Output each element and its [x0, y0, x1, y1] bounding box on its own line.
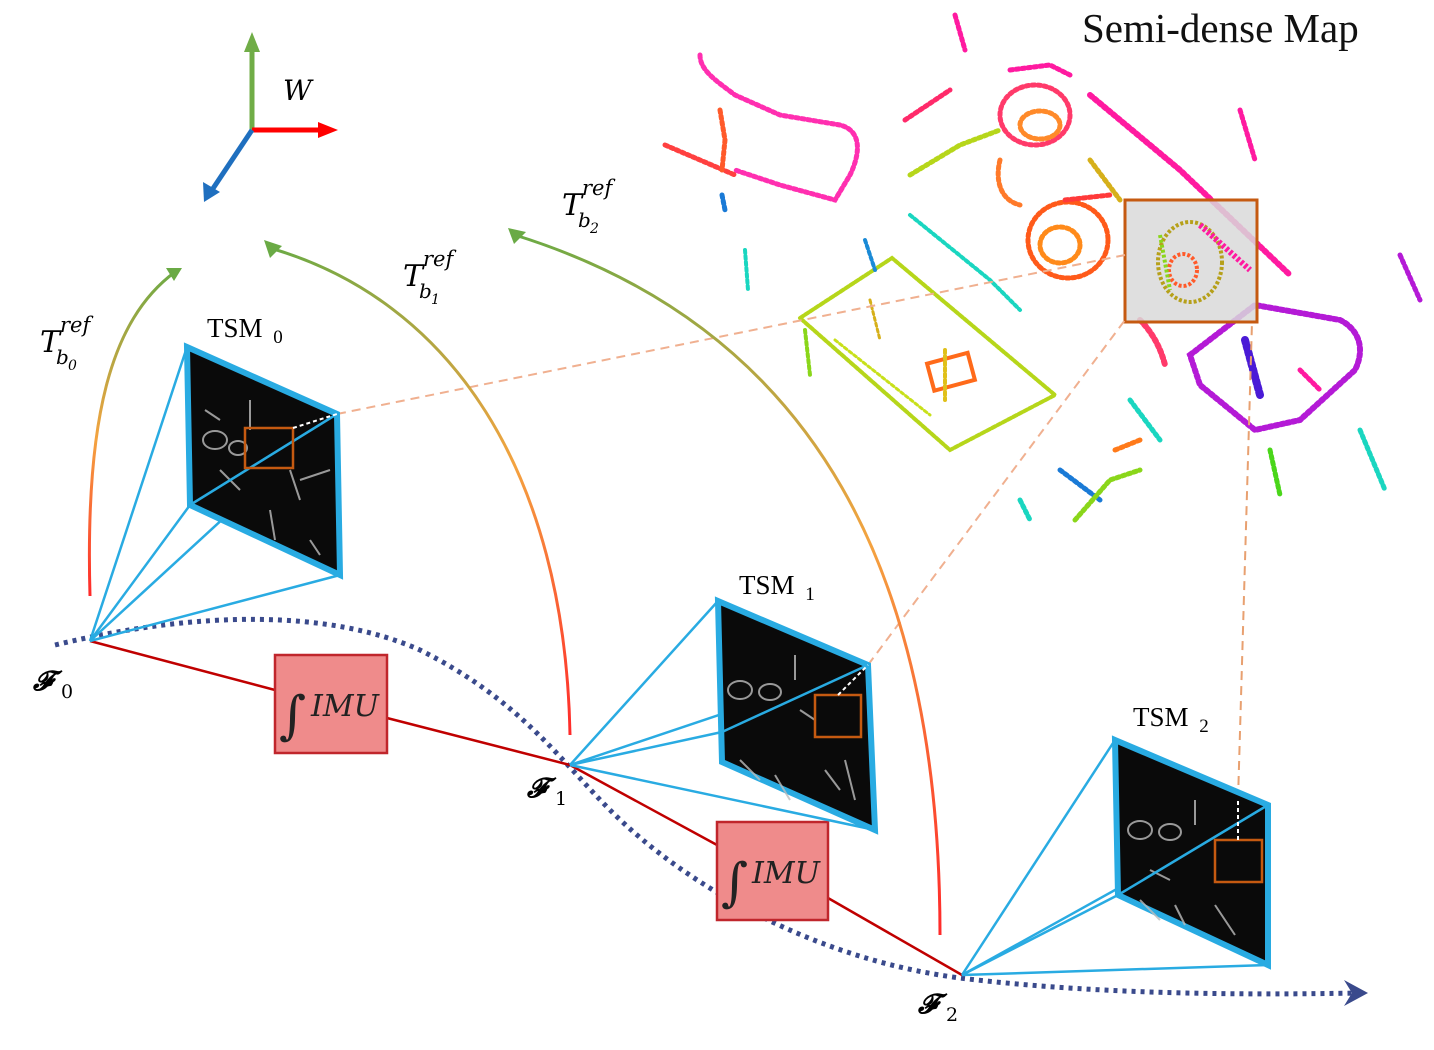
tsm-image-1	[714, 596, 879, 835]
tsm-image-1-content	[727, 655, 856, 801]
correspondence-line-2	[1237, 321, 1253, 801]
axis-z-arrowhead	[203, 182, 220, 202]
camera-frustum-1: TSM 1	[569, 570, 879, 835]
axis-x-arrowhead	[318, 122, 338, 138]
camera-trajectory	[54, 616, 1361, 997]
svg-text:T: T	[403, 259, 425, 294]
imu-box-1: ∫ IMU	[715, 820, 830, 922]
camera-frustum-0: TSM 0	[88, 313, 344, 643]
arc-transform-1	[269, 246, 572, 736]
correspondence-line-0	[336, 254, 1126, 415]
arc-transform-2	[514, 233, 942, 936]
axis-y-arrowhead	[244, 32, 260, 52]
transform-label-2: T ref b 2	[562, 176, 615, 237]
imu-integral-1: ∫	[721, 853, 748, 913]
map-highlight-content	[1156, 220, 1253, 304]
svg-text:ref: ref	[423, 247, 456, 271]
trajectory-arrowhead	[1344, 980, 1368, 1006]
arc-arrowhead-2	[508, 228, 526, 244]
imu-label-1: IMU	[751, 856, 822, 891]
svg-text:ref: ref	[60, 313, 93, 337]
svg-text:0: 0	[68, 358, 77, 374]
axis-z-blue	[209, 128, 255, 192]
transform-label-0: T ref b 0	[40, 313, 93, 374]
svg-text:T: T	[562, 188, 584, 223]
svg-text:1: 1	[431, 292, 440, 308]
arc-arrowhead-1	[264, 240, 282, 258]
imu-box-0: ∫ IMU	[273, 653, 389, 755]
semi-dense-map	[662, 12, 1423, 523]
map-title: Semi-dense Map	[1082, 5, 1359, 51]
tsm-image-2-content	[1127, 800, 1236, 936]
imu-integral-0: ∫	[279, 686, 306, 746]
tsm-label-0: TSM 0	[207, 313, 283, 348]
tsm-image-2	[1111, 735, 1271, 970]
world-axis-label: W	[283, 74, 314, 107]
correspondence-lines	[336, 254, 1253, 801]
svg-text:ref: ref	[582, 176, 615, 200]
imu-label-0: IMU	[310, 689, 381, 724]
tsm-label-2: TSM 2	[1133, 702, 1209, 737]
svg-text:b: b	[56, 345, 69, 369]
arc-transform-0	[87, 270, 176, 597]
tsm-image-0	[183, 342, 344, 580]
svg-text:b: b	[578, 208, 591, 232]
imu-lines	[89, 639, 963, 977]
tsm-label-1: TSM 1	[739, 570, 815, 605]
world-axes: W	[203, 32, 338, 202]
svg-text:2: 2	[589, 221, 599, 237]
svg-text:T: T	[40, 325, 62, 360]
correspondence-line-1	[867, 319, 1126, 666]
arc-arrowhead-0	[166, 268, 182, 281]
camera-frustum-2: TSM 2	[960, 702, 1271, 977]
tsm-0-patch-box	[243, 426, 295, 470]
tsm-image-0-content	[202, 400, 331, 556]
transform-label-1: T ref b 1	[403, 247, 456, 308]
transform-arcs	[87, 228, 942, 936]
svg-text:b: b	[419, 279, 432, 303]
